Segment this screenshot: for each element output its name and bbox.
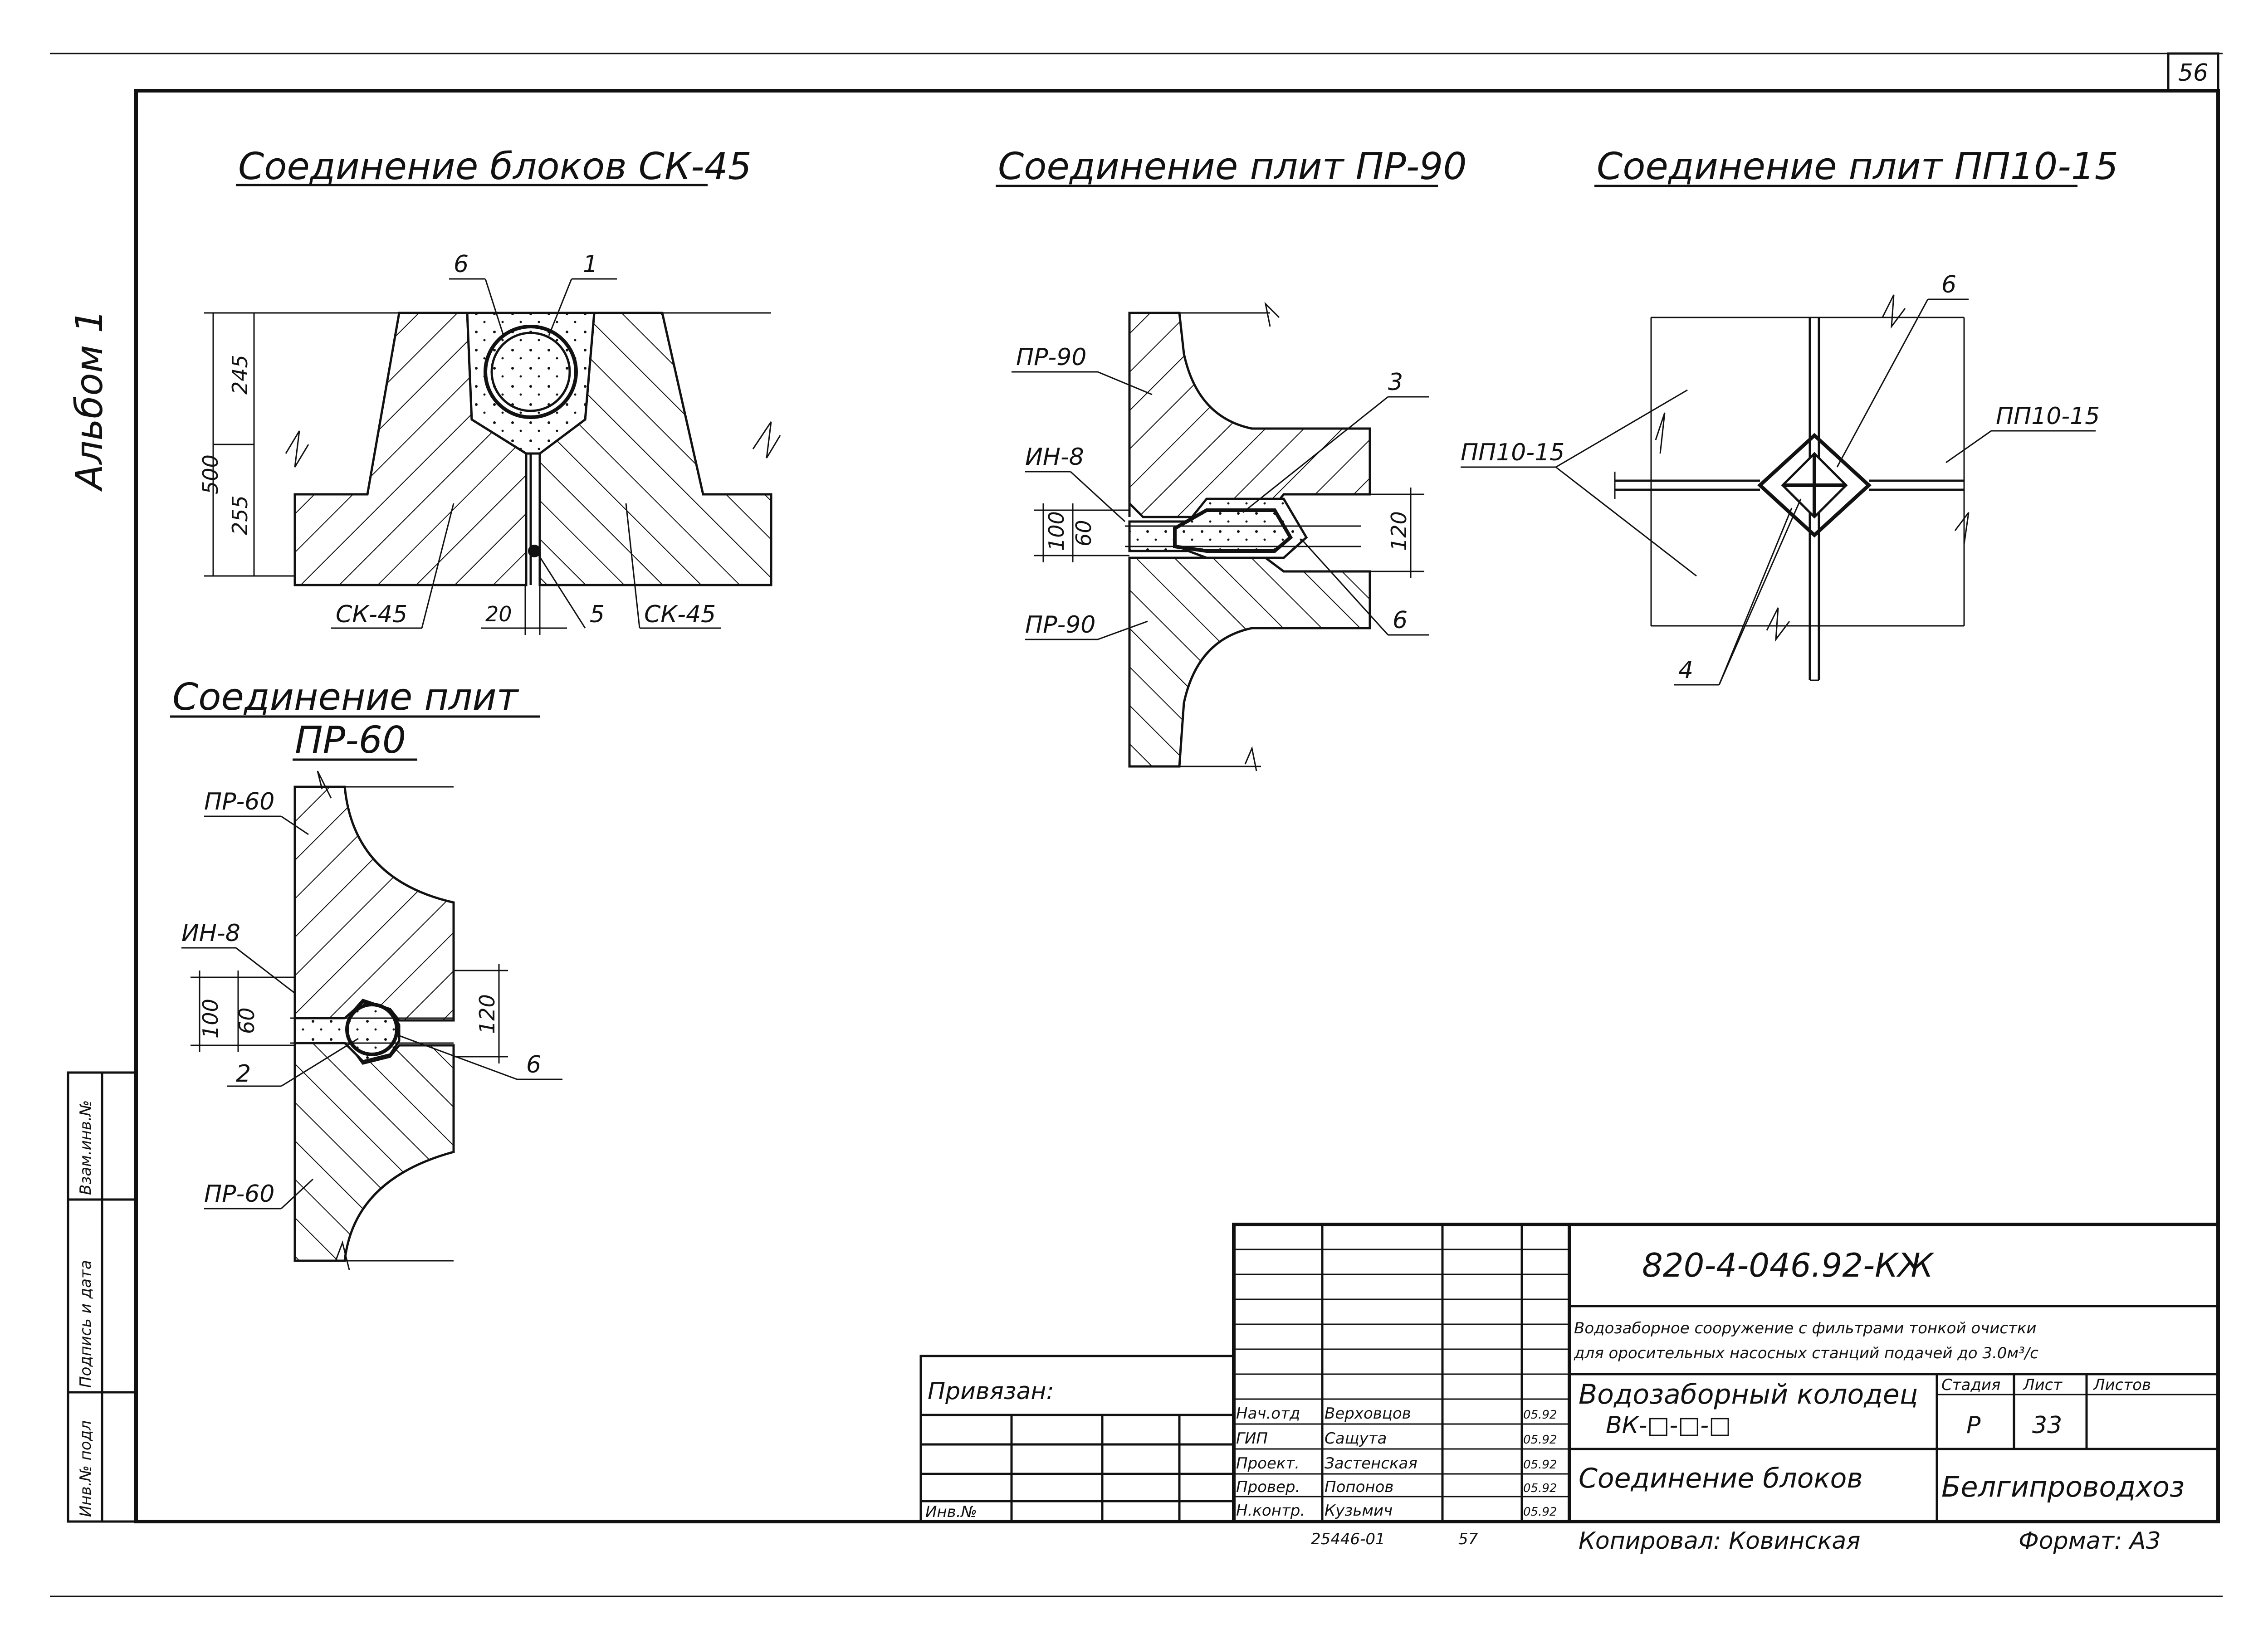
pr60-top-plate <box>293 785 455 1022</box>
pp1015-joint <box>1757 433 1872 538</box>
svg-text:6: 6 <box>1941 271 1956 298</box>
svg-text:05.92: 05.92 <box>1523 1433 1557 1447</box>
pr90-rod-label: ИН-8 <box>1025 444 1084 471</box>
svg-text:05.92: 05.92 <box>1523 1505 1557 1519</box>
sk45-title: Соединение блоков СК-45 <box>238 145 752 188</box>
page-ref: 57 <box>1458 1530 1478 1548</box>
svg-text:05.92: 05.92 <box>1523 1458 1557 1472</box>
svg-text:4: 4 <box>1678 657 1693 684</box>
drawing-pp1015: Соединение плит ПП10-15 ПП10-15 ПП10- <box>1461 145 2118 686</box>
svg-text:245: 245 <box>228 355 252 395</box>
svg-text:Кузьмич: Кузьмич <box>1325 1502 1393 1520</box>
copied-by: Копировал: Ковинская <box>1579 1527 1860 1555</box>
svg-text:Застенская: Застенская <box>1325 1454 1418 1473</box>
svg-text:6: 6 <box>1393 607 1408 634</box>
pr90-bottom-plate <box>1128 556 1371 768</box>
svg-text:20: 20 <box>485 602 512 626</box>
svg-text:Стадия: Стадия <box>1941 1376 2000 1394</box>
object-name: Водозаборный колодец <box>1579 1379 1918 1410</box>
svg-text:60: 60 <box>1071 520 1096 546</box>
album-note: Альбом 1 <box>68 309 111 492</box>
sheet-number: 56 <box>2178 59 2208 87</box>
svg-text:Провер.: Провер. <box>1236 1478 1300 1496</box>
sheet-value: 33 <box>2032 1412 2062 1439</box>
left-stamp: Инв.№ подл Подпись и дата Взам.инв.№ <box>67 1071 137 1523</box>
svg-text:100: 100 <box>1044 511 1069 551</box>
svg-text:Сащута: Сащута <box>1325 1429 1387 1448</box>
svg-text:6: 6 <box>454 251 469 278</box>
pr90-title: Соединение плит ПР-90 <box>998 145 1467 188</box>
svg-text:Н.контр.: Н.контр. <box>1236 1502 1305 1520</box>
svg-text:3: 3 <box>1388 369 1403 396</box>
stamp-replace-inv: Взам.инв.№ <box>77 1100 95 1195</box>
inv-no-label: Инв.№ <box>925 1503 977 1521</box>
svg-text:Попонов: Попонов <box>1325 1478 1393 1496</box>
drawing-pr90: Соединение плит ПР-90 100 60 120 ПР-90 И… <box>996 145 1467 771</box>
svg-text:120: 120 <box>475 994 499 1034</box>
svg-text:Проект.: Проект. <box>1236 1454 1300 1473</box>
stage-value: Р <box>1966 1412 1981 1439</box>
svg-text:100: 100 <box>198 999 223 1039</box>
svg-text:60: 60 <box>235 1007 259 1034</box>
sk45-pipe-section <box>484 325 578 419</box>
archive-number: 25446-01 <box>1311 1530 1385 1548</box>
pr60-top-label: ПР-60 <box>204 788 274 815</box>
organization: Белгипроводхоз <box>1941 1470 2185 1503</box>
pp1015-right-label: ПП10-15 <box>1996 403 2100 430</box>
title-block: Нач.отд Верховцов 05.92 ГИП Сащута 05.92… <box>919 1223 2220 1555</box>
pp1015-left-label: ПП10-15 <box>1461 439 1564 466</box>
svg-text:6: 6 <box>526 1051 541 1078</box>
sheet-title: Соединение блоков <box>1579 1463 1863 1494</box>
svg-text:1: 1 <box>583 251 598 278</box>
stamp-signature: Подпись и дата <box>77 1260 95 1388</box>
pr60-title-line2: ПР-60 <box>295 719 406 762</box>
svg-text:5: 5 <box>590 601 605 628</box>
project-line1: Водозаборное сооружение с фильтрами тонк… <box>1574 1319 2036 1337</box>
svg-text:2: 2 <box>236 1060 251 1088</box>
pr60-grout <box>345 1003 399 1056</box>
pr60-rod-label: ИН-8 <box>181 920 240 947</box>
svg-text:Лист: Лист <box>2022 1376 2063 1394</box>
pr90-grout <box>1173 508 1293 553</box>
sheet-number-box <box>2167 52 2219 92</box>
svg-text:500: 500 <box>198 454 223 494</box>
pr90-bottom-label: ПР-90 <box>1025 611 1095 639</box>
doc-code: 820-4-046.92-КЖ <box>1642 1246 1935 1284</box>
project-line2: для оросительных насосных станций подаче… <box>1574 1344 2038 1362</box>
sk45-right-label: СК-45 <box>644 601 716 628</box>
stamp-inv-no: Инв.№ подл <box>77 1420 95 1517</box>
svg-text:Листов: Листов <box>2092 1376 2151 1394</box>
svg-text:05.92: 05.92 <box>1523 1482 1557 1495</box>
svg-text:05.92: 05.92 <box>1523 1408 1557 1422</box>
pr60-bottom-plate <box>293 1037 455 1262</box>
object-mark: ВК-□-□-□ <box>1606 1412 1731 1439</box>
pp1015-title: Соединение плит ПП10-15 <box>1597 145 2118 188</box>
sk45-left-label: СК-45 <box>336 601 407 628</box>
svg-text:255: 255 <box>228 495 252 535</box>
pr60-bottom-label: ПР-60 <box>204 1180 274 1208</box>
format: Формат: А3 <box>2019 1527 2161 1555</box>
svg-text:Нач.отд: Нач.отд <box>1236 1405 1300 1423</box>
drawing-pr60: Соединение плит ПР-60 100 60 120 ПР-60 <box>170 676 562 1270</box>
linked-label: Привязан: <box>928 1378 1054 1405</box>
pr90-top-plate <box>1128 312 1371 518</box>
svg-text:Верховцов: Верховцов <box>1325 1405 1411 1423</box>
svg-text:120: 120 <box>1387 511 1411 551</box>
drawing-sk45: Соединение блоков СК-45 500 245 255 20 <box>198 145 781 635</box>
pr60-title-line1: Соединение плит <box>172 676 519 719</box>
pr90-top-label: ПР-90 <box>1016 344 1086 371</box>
svg-text:ГИП: ГИП <box>1236 1429 1268 1448</box>
